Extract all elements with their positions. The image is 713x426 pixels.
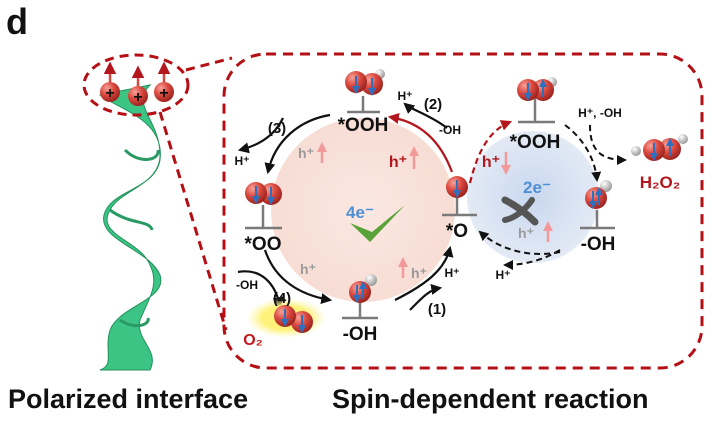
minus-oh-label: -OH	[236, 278, 258, 292]
reaction-box	[222, 52, 704, 370]
cross-icon	[501, 196, 539, 226]
favored-arrow	[387, 113, 454, 173]
label-o2: O₂	[243, 332, 263, 349]
step-1: (1)	[428, 301, 446, 318]
minus-oh-label: -OH	[439, 123, 461, 137]
two-electron-label: 2e⁻	[523, 178, 551, 197]
step-4: (4)	[273, 290, 291, 307]
spin-charge: +	[154, 61, 174, 102]
label-oo: *OO	[245, 234, 282, 255]
svg-text:+: +	[159, 85, 168, 102]
hole-label: h⁺	[298, 145, 314, 161]
molecule-oo	[245, 182, 282, 205]
two-e-arrows	[478, 124, 627, 270]
svg-text:+: +	[133, 89, 142, 106]
disfavored-arrow	[468, 120, 513, 184]
step-3: (3)	[268, 120, 286, 137]
molecule-ooh-4e	[345, 69, 385, 96]
panel-letter: d	[6, 1, 28, 42]
two-electron-cycle	[467, 131, 599, 263]
molecule-o	[446, 176, 468, 198]
hole-spin-arrows	[317, 142, 553, 278]
molecule-h2o2	[631, 134, 688, 161]
four-e-arrows	[237, 102, 454, 311]
h-plus-label: H⁺	[445, 266, 460, 280]
hole-label-favored: h⁺	[389, 154, 407, 171]
label-ooh-2e: *OOH	[510, 132, 561, 153]
molecule-oh-2e	[585, 180, 612, 209]
check-icon	[350, 205, 405, 242]
h-plus-label: H⁺	[398, 89, 413, 103]
hole-label: h⁺	[518, 225, 534, 241]
spin-charge: +	[100, 61, 120, 102]
spin-charge: +	[128, 65, 148, 106]
step-2: (2)	[424, 96, 442, 113]
molecule-ooh-2e	[517, 77, 557, 101]
label-ooh-4e: *OOH	[338, 115, 389, 136]
chiral-helix	[98, 84, 162, 371]
label-h2o2: H₂O₂	[640, 173, 681, 192]
molecule-o2	[246, 298, 326, 338]
polarized-spins: + + +	[100, 61, 174, 106]
four-electron-label: 4e⁻	[346, 203, 374, 222]
hole-label: h⁺	[411, 265, 427, 281]
label-oh-2e: -OH	[581, 234, 616, 255]
zoom-connector	[158, 56, 233, 331]
hole-label: h⁺	[300, 261, 316, 277]
four-electron-cycle	[271, 118, 455, 302]
label-oh-4e: -OH	[343, 324, 378, 345]
molecule-oh-4e	[349, 274, 377, 303]
svg-text:+: +	[105, 85, 114, 102]
caption-spin-dependent-reaction: Spin-dependent reaction	[332, 384, 649, 414]
interface-highlight	[82, 53, 190, 117]
caption-polarized-interface: Polarized interface	[8, 384, 249, 414]
hole-label-2e: h⁺	[482, 154, 500, 171]
h-plus-oh-label: H⁺, -OH	[578, 106, 622, 120]
h-plus-label: H⁺	[235, 154, 250, 168]
h-plus-label: H⁺	[496, 268, 511, 282]
substrate-bars	[245, 96, 615, 320]
label-o: *O	[446, 221, 468, 242]
